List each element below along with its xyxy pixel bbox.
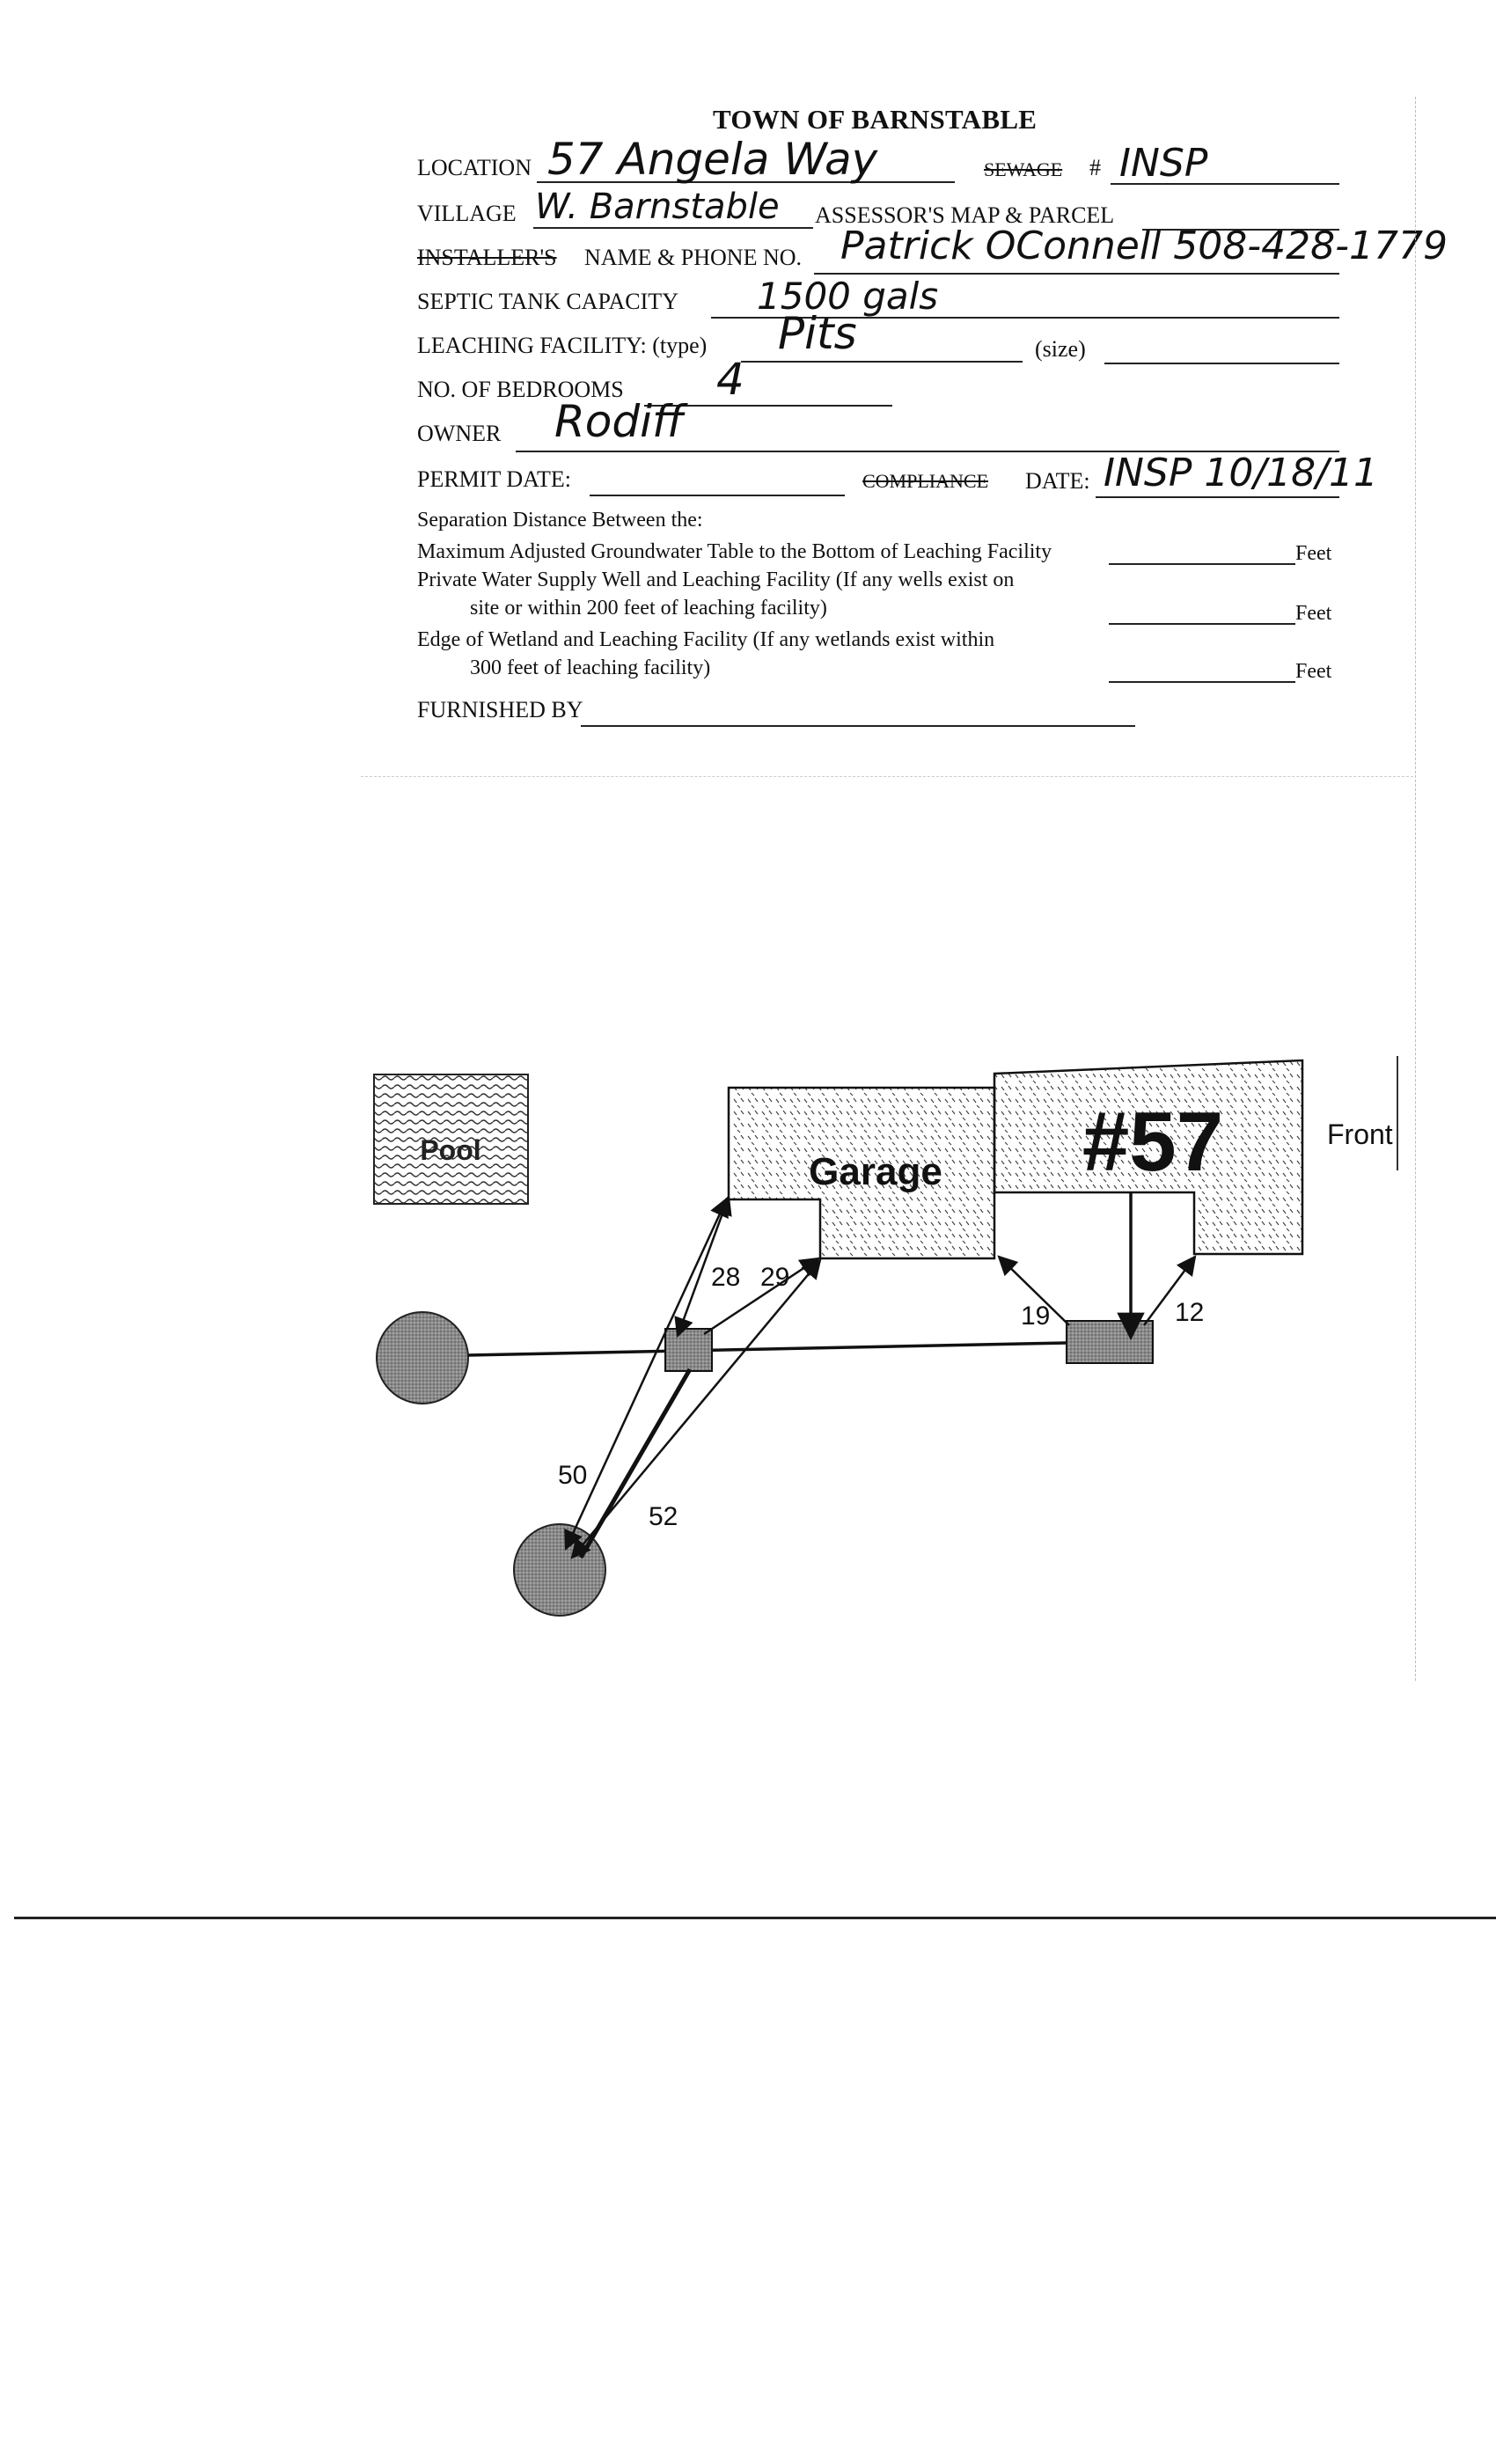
location-label: LOCATION	[417, 155, 532, 180]
scan-right-edge	[1415, 97, 1416, 1681]
distance-52: 52	[649, 1502, 678, 1531]
date-value: INSP 10/18/11	[1104, 451, 1378, 495]
date-label: DATE:	[1025, 468, 1090, 494]
pipe-line	[467, 1341, 1067, 1357]
bedrooms-label: NO. OF BEDROOMS	[417, 377, 624, 402]
bedrooms-value: 4	[716, 354, 744, 405]
separation-heading: Separation Distance Between the:	[417, 509, 703, 532]
separation-item-2b: site or within 200 feet of leaching faci…	[470, 597, 827, 620]
distance-29: 29	[760, 1263, 789, 1292]
arrow-12	[1142, 1255, 1197, 1326]
distance-50: 50	[558, 1461, 587, 1490]
separation-item-1: Maximum Adjusted Groundwater Table to th…	[417, 540, 1052, 563]
leaching-label: LEACHING FACILITY: (type)	[417, 333, 708, 358]
pool-label: Pool	[420, 1134, 480, 1166]
location-line	[537, 181, 955, 183]
separation-item-2a: Private Water Supply Well and Leaching F…	[417, 568, 1015, 591]
furnished-line	[581, 725, 1135, 727]
pool-shape	[373, 1074, 529, 1205]
distance-12: 12	[1175, 1298, 1204, 1327]
village-value: W. Barnstable	[535, 187, 780, 227]
septic-line	[711, 317, 1339, 319]
separation-item-3a: Edge of Wetland and Leaching Facility (I…	[417, 628, 995, 651]
leaching-value: Pits	[778, 308, 857, 359]
name-phone-label: NAME & PHONE NO.	[584, 245, 802, 270]
permit-label: PERMIT DATE:	[417, 466, 572, 492]
sewage-hash: #	[1089, 155, 1101, 180]
distance-19: 19	[1021, 1302, 1050, 1331]
house-shape	[993, 1059, 1304, 1256]
arrow-19	[997, 1255, 1070, 1326]
village-label: VILLAGE	[417, 201, 517, 226]
house-number-label: #57	[1082, 1095, 1223, 1189]
septic-label: SEPTIC TANK CAPACITY	[417, 289, 678, 314]
sewage-value: INSP	[1119, 141, 1208, 186]
sewage-struck-label: SEWAGE	[984, 158, 1063, 180]
furnished-label: FURNISHED BY	[417, 697, 583, 722]
well-circle-left	[376, 1311, 469, 1404]
compliance-struck-label: COMPLIANCE	[862, 470, 989, 492]
feet-line-3	[1109, 681, 1295, 683]
page-bottom-rule	[14, 1917, 1496, 1919]
scan-mid-divider	[361, 776, 1413, 777]
septic-value: 1500 gals	[757, 275, 939, 318]
sewage-line	[1111, 183, 1339, 185]
garage-label: Garage	[809, 1150, 942, 1193]
permit-line	[590, 495, 845, 496]
bedrooms-line	[644, 405, 892, 407]
form-title: TOWN OF BARNSTABLE	[713, 104, 1038, 135]
connector-pit-bottom	[578, 1368, 693, 1559]
distance-28: 28	[711, 1263, 740, 1292]
feet-line-2	[1109, 623, 1295, 625]
assessor-label: ASSESSOR'S MAP & PARCEL	[815, 202, 1115, 228]
owner-value: Rodiff	[554, 396, 685, 447]
feet-label-2: Feet	[1295, 602, 1332, 625]
name-phone-line	[814, 273, 1339, 275]
separation-item-3b: 300 feet of leaching facility)	[470, 656, 711, 679]
arrow-50	[564, 1196, 729, 1551]
front-label: Front	[1327, 1118, 1393, 1150]
size-label: (size)	[1035, 336, 1086, 362]
owner-label: OWNER	[417, 421, 502, 446]
pit-square-2	[1066, 1320, 1154, 1364]
leaching-line	[741, 361, 1023, 363]
feet-label-1: Feet	[1295, 542, 1332, 565]
installer-struck-label: INSTALLER'S	[417, 245, 557, 270]
size-line	[1104, 363, 1339, 364]
village-line	[533, 227, 813, 229]
location-value: 57 Angela Way	[547, 134, 878, 185]
owner-line	[516, 451, 1339, 452]
name-phone-value: Patrick OConnell 508-428-1779	[840, 224, 1448, 268]
assessor-line	[1142, 229, 1339, 231]
arrow-52	[570, 1258, 822, 1559]
feet-line-1	[1109, 563, 1295, 565]
feet-label-3: Feet	[1295, 660, 1332, 683]
date-line	[1096, 496, 1339, 498]
pit-square-1	[664, 1328, 713, 1372]
